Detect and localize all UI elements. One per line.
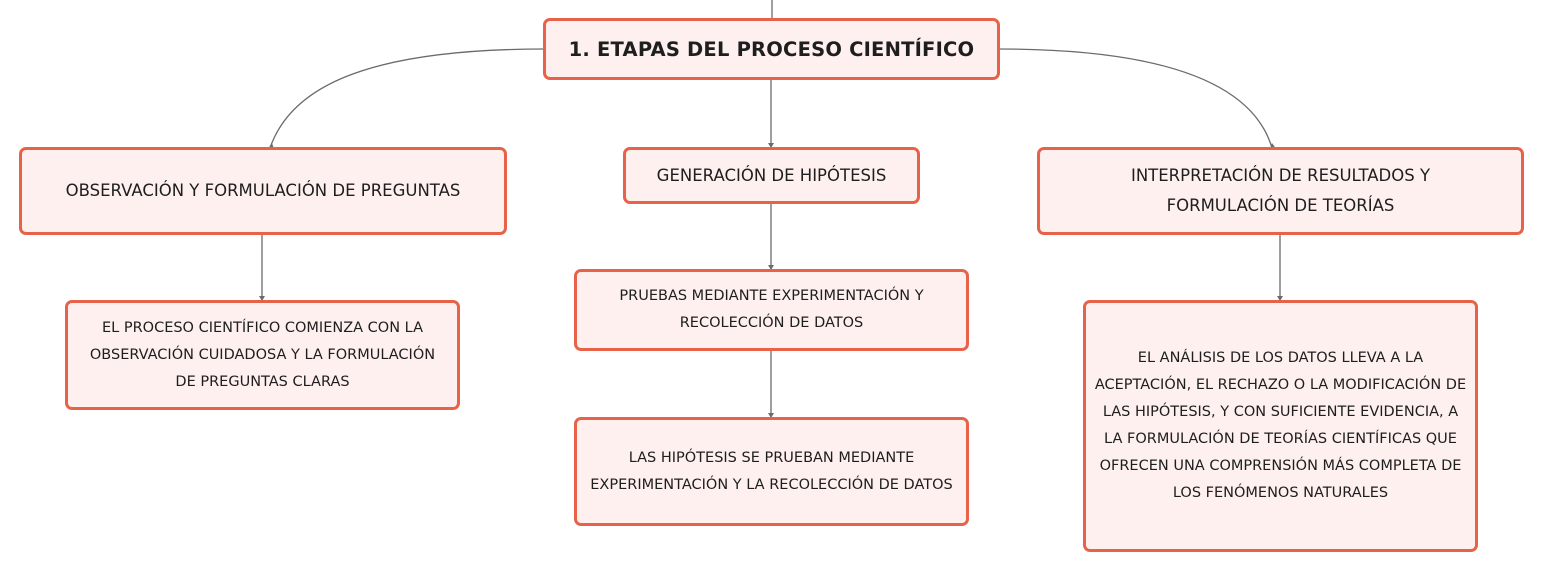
arrowhead — [768, 265, 774, 270]
root-topic-node[interactable]: 1. ETAPAS DEL PROCESO CIENTÍFICO — [543, 18, 1000, 80]
root-topic-label: 1. ETAPAS DEL PROCESO CIENTÍFICO — [568, 37, 975, 61]
interpretation-detail-text: EL ANÁLISIS DE LOS DATOS LLEVA A LA ACEP… — [1094, 350, 1467, 501]
arrowhead — [768, 143, 774, 148]
observation-detail-text: EL PROCESO CIENTÍFICO COMIENZA CON LA OB… — [89, 319, 436, 390]
connector-root-to-interpretation — [997, 48, 1273, 149]
branch-interpretation-label: INTERPRETACIÓN DE RESULTADOS Y FORMULACI… — [1130, 166, 1431, 215]
hypothesis-detail-node[interactable]: LAS HIPÓTESIS SE PRUEBAN MEDIANTE EXPERI… — [574, 417, 969, 526]
arrowhead — [1277, 296, 1283, 301]
branch-interpretation-node[interactable]: INTERPRETACIÓN DE RESULTADOS Y FORMULACI… — [1037, 147, 1524, 235]
branch-hypothesis-node[interactable]: GENERACIÓN DE HIPÓTESIS — [623, 147, 920, 204]
arrowhead — [259, 296, 265, 301]
interpretation-detail-node[interactable]: EL ANÁLISIS DE LOS DATOS LLEVA A LA ACEP… — [1083, 300, 1478, 552]
branch-observation-node[interactable]: OBSERVACIÓN Y FORMULACIÓN DE PREGUNTAS — [19, 147, 507, 235]
arrowhead — [768, 413, 774, 418]
branch-observation-label: OBSERVACIÓN Y FORMULACIÓN DE PREGUNTAS — [65, 181, 461, 200]
branch-hypothesis-label: GENERACIÓN DE HIPÓTESIS — [656, 165, 887, 185]
testing-node[interactable]: PRUEBAS MEDIANTE EXPERIMENTACIÓN Y RECOL… — [574, 269, 969, 351]
hypothesis-detail-text: LAS HIPÓTESIS SE PRUEBAN MEDIANTE EXPERI… — [590, 449, 953, 493]
observation-detail-node[interactable]: EL PROCESO CIENTÍFICO COMIENZA CON LA OB… — [65, 300, 460, 410]
connector-root-to-observation — [269, 48, 546, 149]
testing-label: PRUEBAS MEDIANTE EXPERIMENTACIÓN Y RECOL… — [619, 288, 924, 331]
